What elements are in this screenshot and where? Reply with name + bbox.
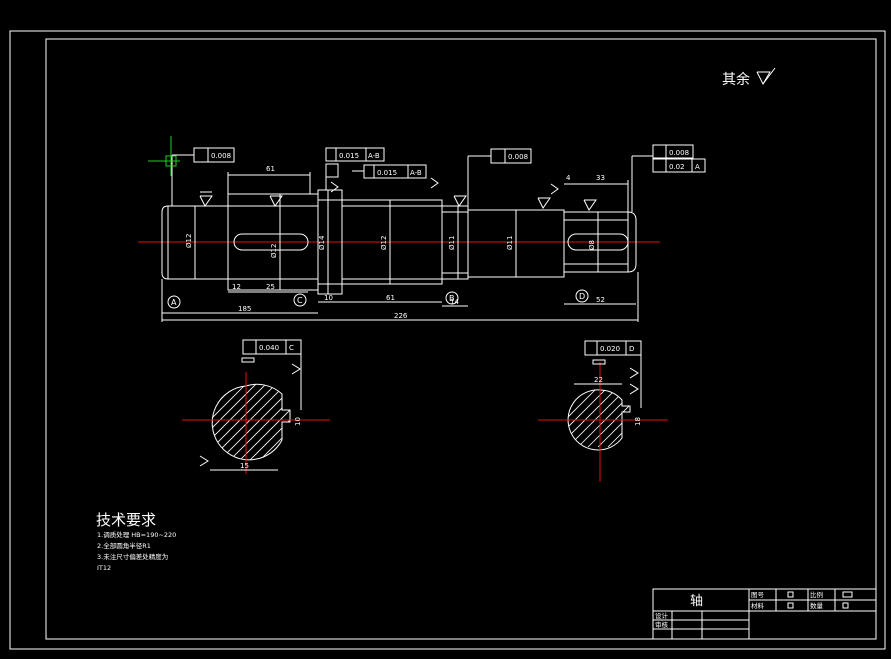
dim-d-mid4: Ø11 (506, 236, 514, 250)
dim-d-key: Ø12 (270, 244, 278, 258)
sec-right-width: 22 (594, 376, 603, 384)
tol-left-runout: 0.008 (211, 152, 231, 160)
requirements-heading: 技术要求 (96, 511, 156, 529)
dim-len-185: 185 (238, 305, 251, 313)
tol-right-runout-ref: A (695, 163, 700, 171)
requirement-item-3: 3.未注尺寸偏差处精度为 (97, 552, 168, 561)
datum-a: A (171, 298, 177, 307)
dim-len-10: 10 (324, 294, 333, 302)
qty-label: 数量 (810, 601, 824, 610)
tol-key-left: 0.040 (259, 344, 279, 352)
shaft-profile (161, 189, 637, 295)
section-right: 0.020 D 22 18 (538, 340, 668, 482)
dim-d-right: Ø8 (588, 240, 596, 250)
dim-len-52: 52 (596, 296, 605, 304)
tol-right-runout-1: 0.008 (669, 149, 689, 157)
requirement-item-4: IT12 (97, 564, 111, 572)
dim-d-left: Ø12 (185, 234, 193, 248)
tol-mid-bearing-ref: A-B (410, 169, 422, 177)
scale-label: 比例 (810, 590, 823, 599)
tol-left-gear-ref: A-B (368, 152, 380, 160)
dim-top-61: 61 (266, 165, 275, 173)
datum-c: C (297, 296, 303, 305)
inner-frame (45, 38, 877, 640)
datum-b: B (449, 294, 455, 303)
dim-top-33: 33 (596, 174, 605, 182)
dim-d-mid1: Ø14 (318, 235, 326, 250)
sec-right-height: 18 (634, 417, 642, 426)
roughness-symbol-icon (756, 67, 776, 86)
sec-left-height: 10 (294, 417, 302, 426)
dim-top-4: 4 (566, 174, 571, 182)
dim-d-mid2: Ø12 (380, 236, 388, 250)
tol-mid-bearing: 0.015 (377, 169, 397, 177)
roughness-symbols-icon (199, 177, 597, 211)
tol-key-right-ref: D (629, 345, 634, 353)
bottom-dims: 12 25 10 61 14 52 185 226 (161, 272, 639, 322)
section-left: 0.040 C 15 10 (182, 339, 330, 474)
dim-len-14: 14 (450, 298, 459, 306)
material-label: 材料 (751, 601, 765, 610)
outer-frame (9, 30, 886, 650)
tol-key-right: 0.020 (600, 345, 620, 353)
requirement-item-1: 1.调质处理 HB=190~220 (97, 530, 176, 539)
tol-right-runout-2: 0.02 (669, 163, 685, 171)
dim-len-12: 12 (232, 283, 241, 291)
tol-key-left-ref: C (289, 344, 294, 352)
tol-left-gear-a: 0.015 (339, 152, 359, 160)
tolerance-frames: 0.008 0.015 A-B 0.015 A-B 0.008 0.008 (148, 136, 706, 212)
datum-markers: A C B D (167, 289, 589, 309)
sec-left-width: 15 (240, 462, 249, 470)
tol-mid-runout: 0.008 (508, 153, 528, 161)
technical-requirements: 技术要求 1.调质处理 HB=190~220 2.全部圆角半径R1 3.未注尺寸… (96, 511, 176, 572)
checker-label: 审核 (655, 620, 669, 629)
surface-note-label: 其余 (722, 71, 750, 88)
dim-len-61: 61 (386, 294, 395, 302)
title-block: 轴 图号 比例 材料 数量 设计 审核 (652, 588, 877, 640)
designer-label: 设计 (655, 611, 669, 620)
diameter-dims: Ø12 Ø12 Ø14 Ø12 Ø11 Ø11 Ø8 (185, 190, 599, 294)
requirement-item-2: 2.全部圆角半径R1 (97, 541, 151, 550)
dim-len-25: 25 (266, 283, 275, 291)
dim-d-mid3: Ø11 (448, 236, 456, 250)
dim-len-226: 226 (394, 312, 408, 320)
drawing-no-label: 图号 (751, 591, 765, 599)
part-name: 轴 (690, 594, 703, 609)
top-dims: 61 33 4 (227, 165, 629, 212)
datum-d: D (579, 292, 585, 301)
